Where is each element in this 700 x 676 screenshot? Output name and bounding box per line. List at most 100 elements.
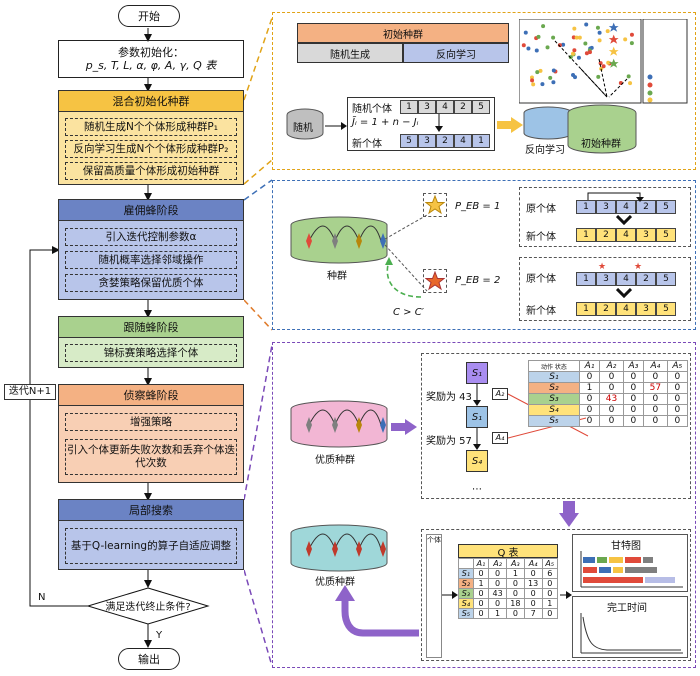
value-cell: 0 — [578, 371, 601, 383]
value-cell: 57 — [643, 382, 668, 394]
population-dot — [551, 35, 556, 40]
random-seq-cell: 3 — [418, 100, 436, 114]
stage-scout-bee: 侦察蜂阶段 增强策略 引入个体更新失败次数和丢弃个体迭代次数 — [58, 384, 244, 483]
new-seq-1: 1 2 4 3 5 — [576, 228, 676, 242]
swap-arc — [587, 192, 644, 202]
quality-pop-db-2 — [290, 524, 388, 572]
population-dot — [568, 55, 573, 60]
random-seq-cell: 1 — [400, 100, 418, 114]
panel-employed-bee: 种群 P_EB = 1 P_EB = 2 C > C′ 原个体 1 3 4 2 … — [272, 180, 696, 330]
makespan-curve — [580, 613, 683, 654]
orig-cell: 1 — [576, 272, 596, 286]
value-cell: 0 — [666, 404, 689, 416]
population-dot — [534, 48, 539, 53]
value-cell: 7 — [523, 608, 543, 619]
opposition-db-label: 反向学习 — [525, 145, 565, 156]
stage-onlooker-bee: 跟随蜂阶段 锦标赛策略选择个体 — [58, 316, 244, 368]
init-pop-db-label: 初始种群 — [581, 139, 621, 150]
population-db — [290, 216, 388, 264]
population-dot — [551, 68, 556, 73]
table-corner — [458, 558, 474, 569]
population-dot — [529, 75, 534, 80]
population-dot — [605, 29, 610, 34]
orig-cell: 4 — [616, 200, 636, 214]
value-cell: 0 — [599, 382, 624, 394]
random-db — [286, 108, 324, 140]
arrow-to-qtable — [559, 501, 579, 527]
swap-example-1: 原个体 1 3 4 2 5 新个体 1 2 4 3 5 — [519, 187, 691, 247]
new-seq-cell: 1 — [472, 134, 490, 148]
state-cell: S₃ — [528, 393, 580, 405]
value-cell: 0 — [505, 588, 525, 599]
population-dot — [629, 32, 634, 37]
opposition-formula: J̃ᵢ = 1 + n − Jᵢ — [352, 117, 419, 128]
population-dot — [551, 80, 556, 85]
state-cell: S₄ — [458, 598, 474, 609]
quality-pop-label-2: 优质种群 — [315, 577, 355, 588]
orig-seq-1: 1 3 4 2 5 — [576, 200, 676, 214]
value-cell: 0 — [599, 371, 624, 383]
orig-cell: 4 — [616, 272, 636, 286]
stage2-item-3: 贪婪策略保留优质个体 — [65, 274, 237, 292]
state-cell: S₁ — [458, 568, 474, 579]
state-cell: S₂ — [458, 578, 474, 589]
random-gen-header: 随机生成 — [297, 43, 403, 63]
state-box: S₁ — [466, 406, 488, 428]
new-cell: 4 — [616, 302, 636, 316]
new-cell: 5 — [656, 228, 676, 242]
reward-57: 奖励为 57 — [426, 436, 472, 447]
mark-star-icon: ★ — [598, 262, 607, 272]
state-cell: S₅ — [458, 608, 474, 619]
stage5-item-1: 基于Q-learning的算子自适应调整 — [65, 528, 237, 564]
population-dot — [583, 41, 588, 46]
population-dot — [628, 81, 633, 86]
population-dot — [561, 42, 566, 47]
population-dot — [576, 55, 581, 60]
orig-cell: 5 — [656, 272, 676, 286]
value-cell: 6 — [541, 568, 559, 579]
value-cell: 0 — [622, 382, 645, 394]
orig-cell: 2 — [636, 272, 656, 286]
value-cell: 0 — [599, 404, 624, 416]
state-cell: S₁ — [528, 371, 580, 383]
new-seq-cell: 2 — [436, 134, 454, 148]
orig-seq-2: 1 3 4 2 5 — [576, 272, 676, 286]
population-dot — [523, 30, 528, 35]
opposition-db — [523, 106, 573, 140]
peb1-label: P_EB = 1 — [455, 201, 501, 212]
arrow-random — [325, 122, 347, 130]
state-cell: S₂ — [528, 382, 580, 394]
value-cell: 0 — [472, 568, 490, 579]
svg-text:⋯: ⋯ — [472, 484, 482, 495]
population-dot — [571, 35, 576, 40]
stage1-item-1: 随机生成N个个体形成种群P₁ — [65, 118, 237, 136]
return-arrow — [335, 585, 419, 637]
value-cell: 0 — [622, 371, 645, 383]
original-label: 原个体 — [526, 204, 556, 215]
orig-cell: 3 — [596, 272, 616, 286]
value-cell: 0 — [541, 578, 559, 589]
swap-example-2: 原个体 1 3 4 2 5 ★ ★ 新个体 1 2 4 3 5 — [519, 257, 691, 321]
random-label: 随机 — [293, 123, 313, 134]
panel-connectors — [244, 17, 273, 667]
orig-cell: 2 — [636, 200, 656, 214]
stage-mixed-init: 混合初始化种群 随机生成N个个体形成种群P₁ 反向学习生成N个个体形成种群P₂ … — [58, 90, 244, 185]
value-cell: 1 — [578, 382, 601, 394]
random-seq-cell: 2 — [454, 100, 472, 114]
stage-employed-bee-title: 雇佣蜂阶段 — [58, 199, 244, 221]
value-cell: 0 — [505, 608, 525, 619]
orig-cell: 5 — [656, 200, 676, 214]
stage3-item-1: 锦标赛策略选择个体 — [65, 344, 237, 362]
table-header-cell: A₄ — [523, 558, 543, 569]
value-cell: 0 — [488, 598, 507, 609]
new-seq-cell: 5 — [400, 134, 418, 148]
star-orange-icon — [425, 271, 445, 291]
stage4-item-2: 引入个体更新失败次数和丢弃个体迭代次数 — [65, 439, 237, 475]
new-cell: 5 — [656, 302, 676, 316]
